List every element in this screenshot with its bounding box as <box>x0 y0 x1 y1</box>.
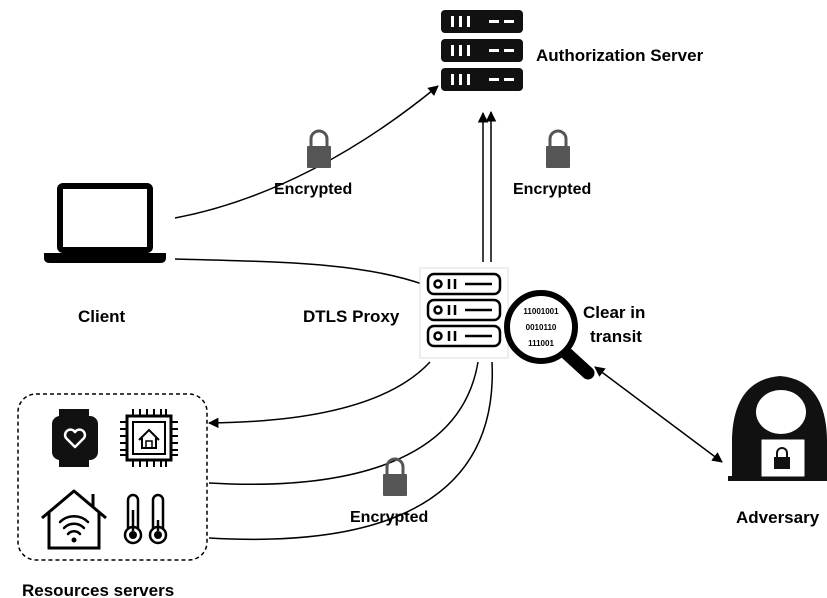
lock-icon <box>383 457 407 496</box>
encrypted-label-proxy-resources: Encrypted <box>350 509 428 526</box>
hacker-icon <box>728 376 827 481</box>
encrypted-label-client-auth: Encrypted <box>274 181 352 198</box>
resources-to-proxy-line-1 <box>208 361 479 485</box>
proxy-to-resources-arrow <box>207 361 431 429</box>
magnifier-adversary-arrow <box>594 366 723 463</box>
clear-in-transit-label-1: Clear in <box>583 303 645 322</box>
lock-icon <box>546 129 570 168</box>
resources-group-box <box>17 393 208 561</box>
binary-line-1: 11001001 <box>523 307 559 316</box>
smartwatch-icon <box>52 409 98 467</box>
resources-to-proxy-line-2 <box>208 361 493 541</box>
binary-line-2: 0010110 <box>526 323 557 332</box>
client-to-auth-arrow <box>174 85 439 219</box>
proxy-server-icon <box>419 267 509 359</box>
client-to-proxy-line <box>174 258 426 286</box>
laptop-icon <box>44 183 166 263</box>
dtls-proxy-label: DTLS Proxy <box>303 307 400 326</box>
binary-line-3: 111001 <box>528 339 554 348</box>
chip-icon <box>120 409 178 467</box>
server-stack-icon <box>441 10 523 91</box>
thermometer-icon <box>123 493 168 545</box>
encrypted-label-proxy-auth: Encrypted <box>513 181 591 198</box>
magnifier-icon: 11001001 0010110 111001 <box>504 290 595 380</box>
smart-home-icon <box>41 489 107 550</box>
adversary-label: Adversary <box>736 508 820 527</box>
lock-icon <box>307 129 331 168</box>
client-label: Client <box>78 307 126 326</box>
authorization-server-label: Authorization Server <box>536 46 704 65</box>
resources-servers-label: Resources servers <box>22 581 174 598</box>
clear-in-transit-label-2: transit <box>590 327 642 346</box>
